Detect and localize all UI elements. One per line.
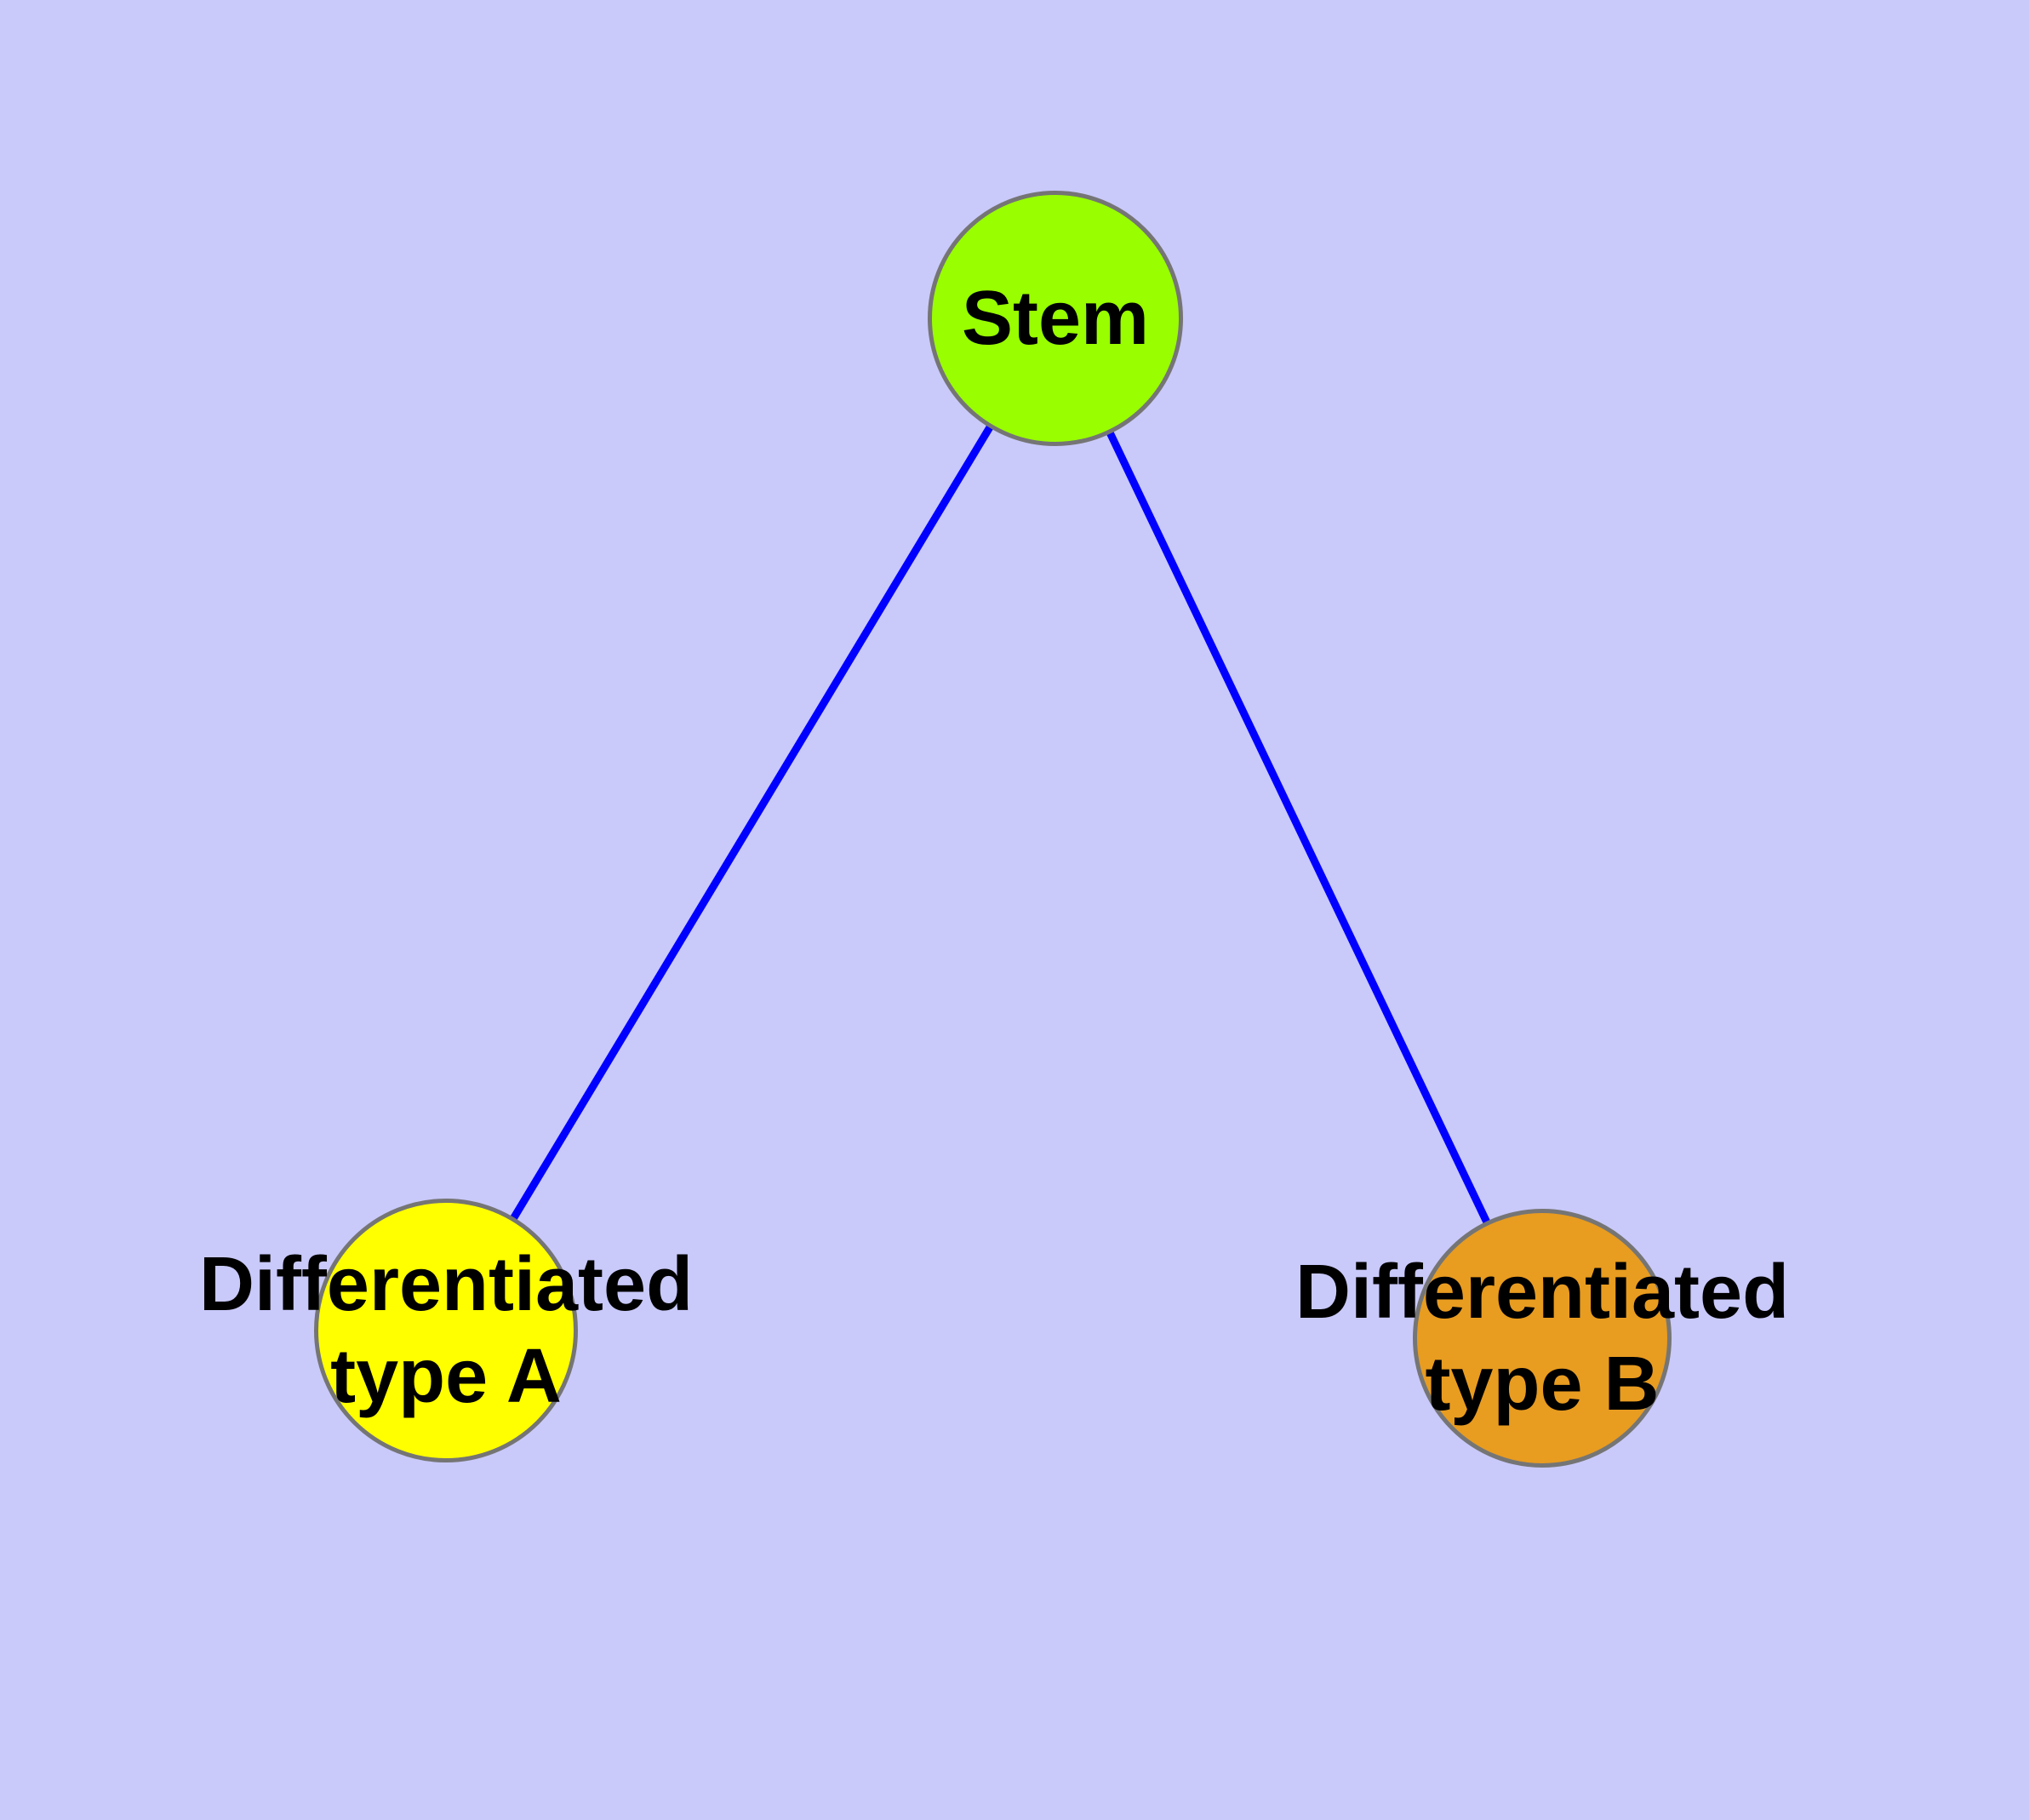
node-stem: Stem bbox=[928, 191, 1183, 446]
node-differentiated-type-b-label-line2: type B bbox=[1425, 1342, 1660, 1427]
node-stem-label: Stem bbox=[962, 272, 1149, 364]
node-stem-label-line: Stem bbox=[961, 276, 1150, 361]
node-differentiated-type-a-label-line1: Differentiated bbox=[198, 1242, 694, 1327]
node-differentiated-type-a-label: Differentiated type A bbox=[199, 1239, 693, 1422]
node-differentiated-type-b: Differentiated type B bbox=[1295, 1209, 1789, 1468]
node-differentiated-type-a-label-line2: type A bbox=[330, 1334, 562, 1419]
edge-stem-to-type-a bbox=[443, 316, 1059, 1333]
node-differentiated-type-a: Differentiated type A bbox=[199, 1199, 693, 1462]
node-differentiated-type-b-label-line1: Differentiated bbox=[1295, 1250, 1790, 1335]
node-differentiated-type-b-label: Differentiated type B bbox=[1295, 1246, 1789, 1430]
edge-stem-to-type-b bbox=[1051, 317, 1546, 1340]
